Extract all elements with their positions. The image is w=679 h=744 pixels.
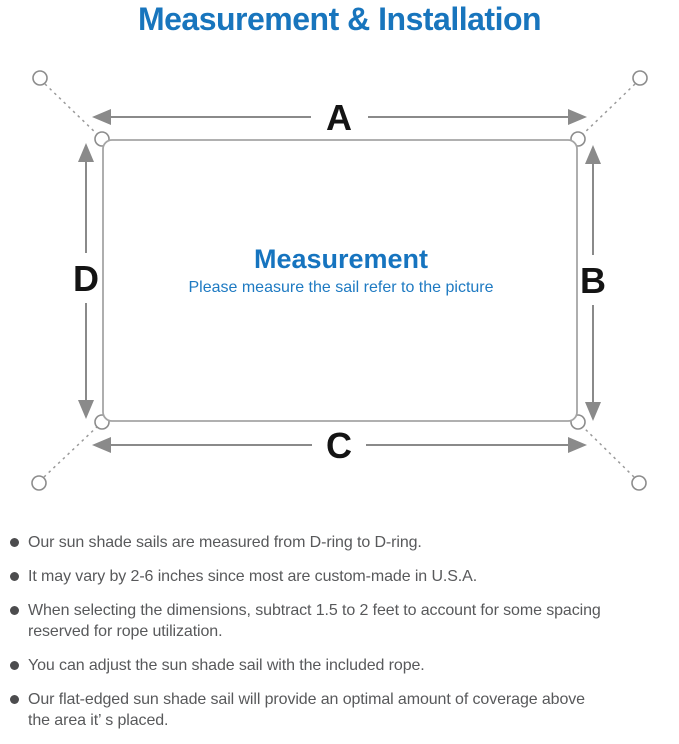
list-item: Our sun shade sails are measured from D-… (10, 532, 675, 553)
rope-line-bottom-right (580, 424, 635, 478)
dimension-arrow-d (78, 143, 94, 419)
bullet-icon (10, 538, 19, 547)
bullet-icon (10, 695, 19, 704)
dimension-arrow-b (585, 145, 601, 421)
rope-line-top-left (44, 83, 100, 137)
diagram-center-title: Measurement (254, 244, 428, 274)
dimension-label-d: D (73, 258, 99, 299)
note-text: You can adjust the sun shade sail with t… (28, 657, 425, 674)
bullet-icon (10, 572, 19, 581)
dimension-label-a: A (326, 97, 352, 138)
anchor-ring-top-left (32, 70, 48, 86)
page-title: Measurement & Installation (137, 1, 542, 37)
anchor-ring-bottom-right (631, 475, 647, 491)
note-text: Our sun shade sails are measured from D-… (28, 534, 422, 551)
list-item: You can adjust the sun shade sail with t… (10, 655, 675, 676)
measurement-diagram: A C D B Measurement Please measure the s… (0, 55, 679, 520)
list-item: It may vary by 2-6 inches since most are… (10, 566, 675, 587)
notes-list: Our sun shade sails are measured from D-… (10, 532, 675, 744)
list-item: When selecting the dimensions, subtract … (10, 600, 675, 642)
rope-line-top-right (580, 83, 636, 137)
anchor-ring-bottom-left (31, 475, 47, 491)
dimension-arrow-c (92, 437, 587, 453)
note-text: When selecting the dimensions, subtract … (28, 602, 601, 640)
dimension-arrow-a (92, 109, 587, 125)
bullet-icon (10, 606, 19, 615)
list-item: Our flat-edged sun shade sail will provi… (10, 689, 675, 731)
sail-outline (102, 139, 578, 422)
anchor-ring-top-right (632, 70, 648, 86)
dimension-label-c: C (326, 425, 352, 466)
dimension-label-b: B (580, 260, 606, 301)
note-text: Our flat-edged sun shade sail will provi… (28, 691, 585, 729)
bullet-icon (10, 661, 19, 670)
note-text: It may vary by 2-6 inches since most are… (28, 568, 478, 585)
rope-line-bottom-left (43, 424, 100, 478)
diagram-center-subtitle: Please measure the sail refer to the pic… (188, 279, 493, 296)
